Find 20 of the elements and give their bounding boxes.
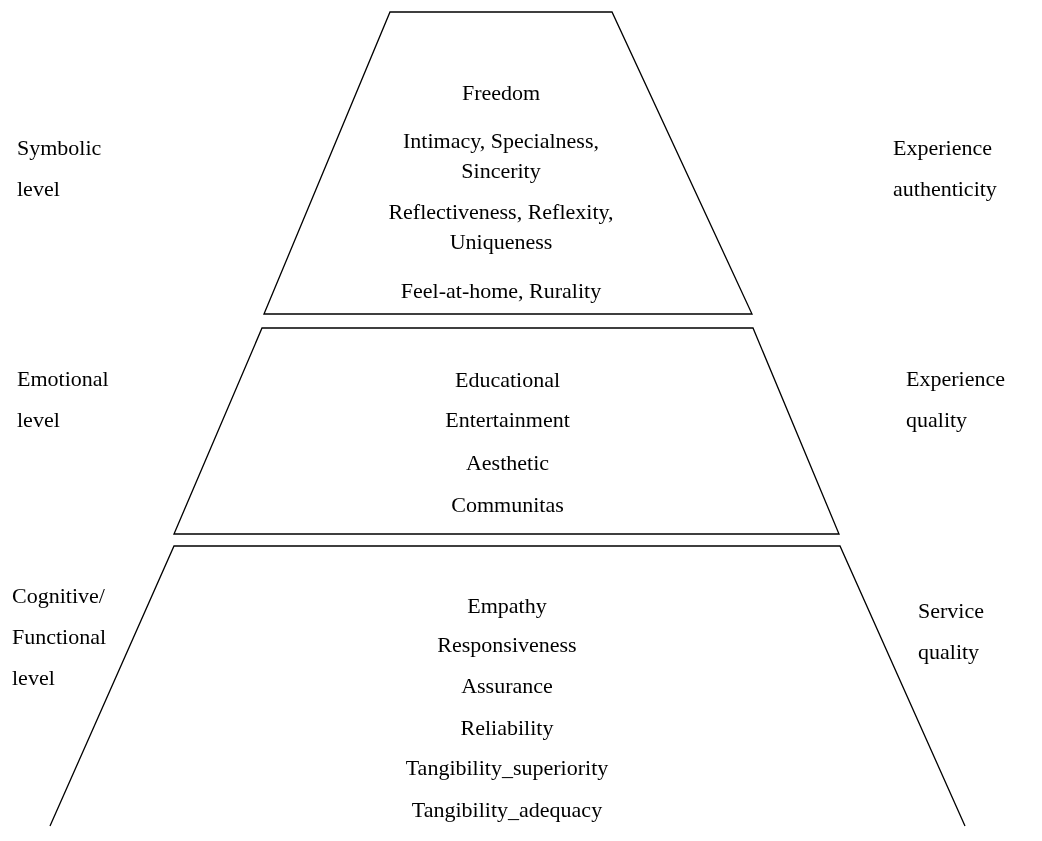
dimension-text: Assurance: [460, 672, 554, 700]
dimension-text: Aesthetic: [464, 449, 551, 477]
level-label: Emotional level: [17, 365, 110, 434]
level-label: Symbolic level: [17, 134, 103, 203]
construct-label: Experience quality: [906, 365, 1006, 434]
dimension-text: Reliability: [459, 714, 555, 742]
dimension-text: Entertainment: [444, 406, 571, 434]
level-label: Cognitive/ Functional level: [12, 582, 108, 692]
dimension-text: Tangibility_adequacy: [410, 796, 604, 824]
construct-label: Service quality: [918, 597, 985, 666]
dimension-text: Reflectiveness, Reflexity, Uniqueness: [387, 198, 615, 256]
dimension-text: Empathy: [466, 592, 548, 620]
dimension-text: Educational: [453, 366, 562, 394]
dimension-text: Communitas: [450, 491, 565, 519]
dimension-text: Tangibility_superiority: [404, 754, 610, 782]
dimension-text: Intimacy, Specialness, Sincerity: [402, 127, 600, 185]
dimension-text: Feel-at-home, Rurality: [399, 277, 603, 305]
construct-label: Experience authenticity: [893, 134, 998, 203]
dimension-text: Responsiveness: [436, 631, 578, 659]
dimension-text: Freedom: [460, 79, 542, 107]
